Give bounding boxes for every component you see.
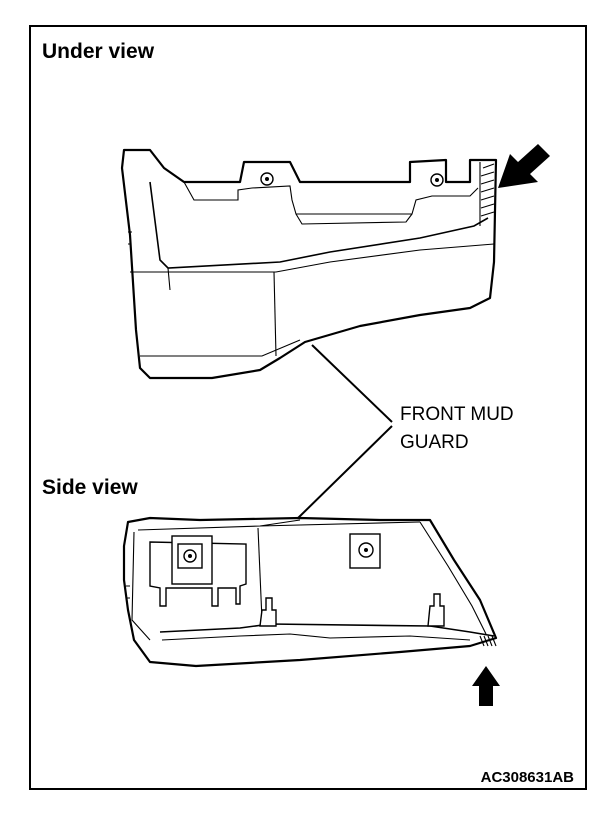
leader-line-upper [311,344,393,423]
callout-label-line2: GUARD [400,432,469,453]
side-view-heading: Side view [42,476,138,499]
leader-line-lower [295,425,393,521]
callout-label-line1: FRONT MUD [400,404,514,425]
arrow-up-icon [472,666,500,706]
under-view-heading: Under view [42,40,155,63]
under-view-mud-guard [120,148,498,380]
arrow-down-left-icon [498,144,550,188]
figure-code: AC308631AB [481,769,575,786]
side-view-mud-guard [122,516,498,668]
